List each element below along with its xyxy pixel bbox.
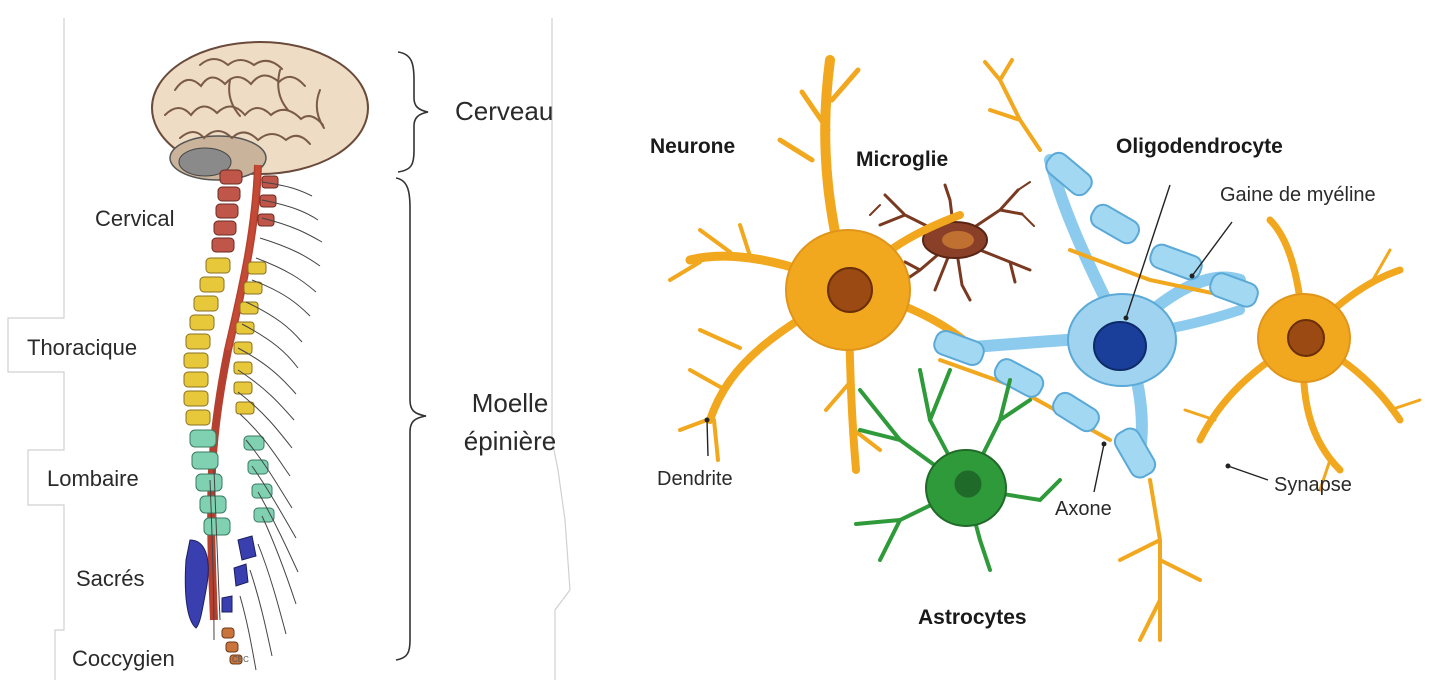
label-gaine-de-myeline: Gaine de myéline xyxy=(1220,184,1376,207)
label-moelle-line1: Moelle xyxy=(455,384,565,422)
label-cervical: Cervical xyxy=(95,206,174,232)
label-axone: Axone xyxy=(1055,498,1112,521)
brace-cerveau xyxy=(398,52,428,172)
neuron-right-cell xyxy=(1185,220,1420,490)
label-neurone: Neurone xyxy=(650,135,735,159)
label-moelle-line2: épinière xyxy=(455,422,565,460)
label-sacres: Sacrés xyxy=(76,566,144,592)
label-oligodendrocyte: Oligodendrocyte xyxy=(1116,135,1283,159)
label-thoracique: Thoracique xyxy=(27,335,137,361)
spinal-column-illustration xyxy=(184,165,322,670)
braces xyxy=(396,52,428,660)
label-synapse: Synapse xyxy=(1274,474,1352,497)
label-dendrite: Dendrite xyxy=(657,468,733,491)
label-moelle-epiniere: Moelle épinière xyxy=(455,384,565,460)
brace-moelle xyxy=(396,178,426,660)
label-cerveau: Cerveau xyxy=(455,96,553,127)
signature: CBC xyxy=(232,655,249,664)
label-lombaire: Lombaire xyxy=(47,466,139,492)
brain-illustration xyxy=(152,42,368,180)
label-coccygien: Coccygien xyxy=(72,646,175,672)
label-astrocytes: Astrocytes xyxy=(918,606,1027,630)
astrocyte-cell xyxy=(856,370,1060,570)
label-microglie: Microglie xyxy=(856,148,948,172)
